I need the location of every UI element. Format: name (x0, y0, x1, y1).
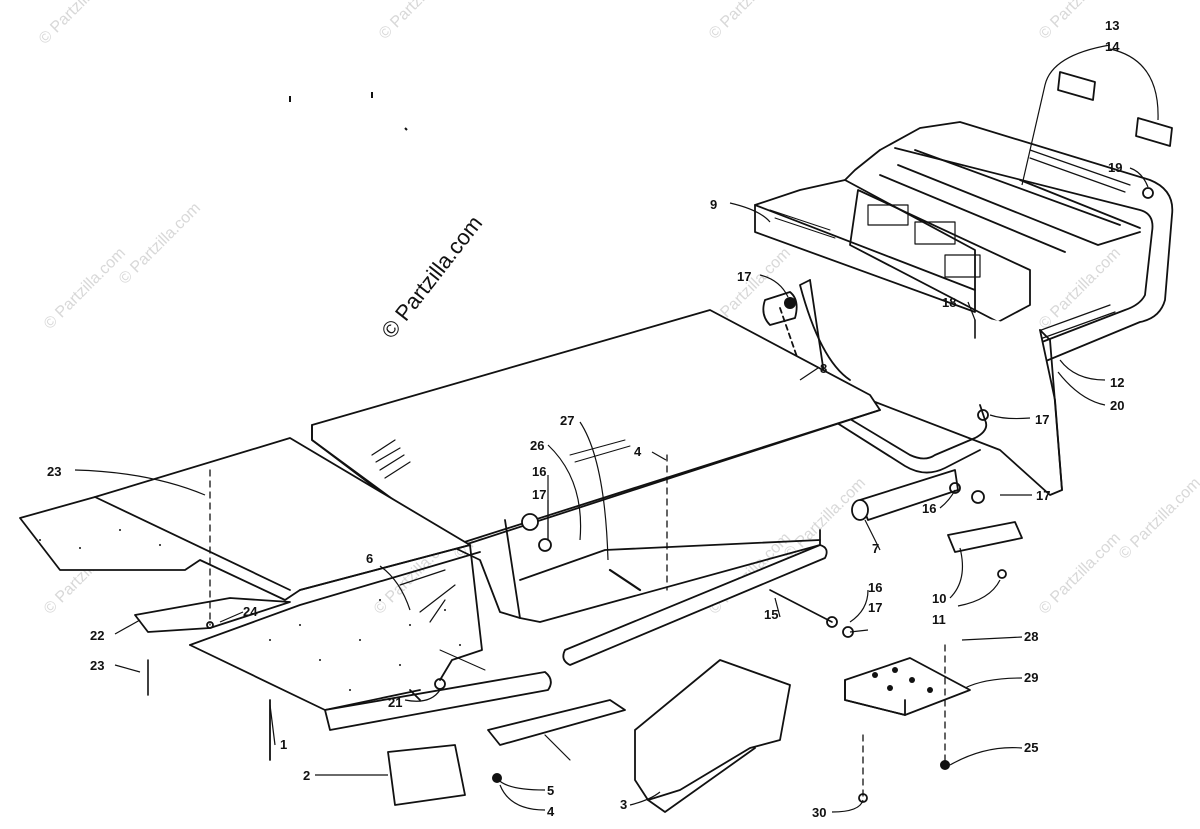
callout-12: 12 (1110, 375, 1124, 390)
callout-17: 17 (1035, 412, 1049, 427)
callout-10: 10 (932, 591, 946, 606)
callout-3: 3 (620, 797, 627, 812)
lower-bracket (634, 659, 791, 801)
callout-25: 25 (1024, 740, 1038, 755)
callout-16: 16 (532, 464, 546, 479)
watermark-text: © Partzilla.com (376, 0, 464, 43)
callout-7: 7 (872, 541, 879, 556)
rear-bar (784, 379, 988, 460)
callout-5: 5 (547, 783, 554, 798)
callout-17: 17 (868, 600, 882, 615)
main-watermark: © Partzilla.com (376, 211, 487, 343)
callout-8: 8 (820, 361, 827, 376)
line-art (19, 71, 1174, 813)
callout-14: 14 (1105, 39, 1120, 54)
watermark-text: © Partzilla.com (1116, 475, 1200, 563)
watermark-text: © Partzilla.com (41, 245, 129, 333)
callout-22: 22 (90, 628, 104, 643)
callout-17: 17 (737, 269, 751, 284)
callout-24: 24 (243, 604, 258, 619)
watermark-text: © Partzilla.com (116, 200, 204, 288)
callout-6: 6 (366, 551, 373, 566)
callout-4: 4 (634, 444, 642, 459)
callout-28: 28 (1024, 629, 1038, 644)
callout-23: 23 (47, 464, 61, 479)
watermark-text: © Partzilla.com (1036, 245, 1124, 333)
callout-27: 27 (560, 413, 574, 428)
callout-16: 16 (868, 580, 882, 595)
running-board-left (19, 437, 552, 761)
callout-11: 11 (932, 612, 946, 627)
callout-15: 15 (764, 607, 778, 622)
callout-19: 19 (1108, 160, 1122, 175)
callouts: 23 13 14 19 9 17 18 12 20 17 8 27 26 16 … (47, 18, 1124, 820)
leader-lines (74, 44, 1159, 813)
callout-17: 17 (532, 487, 546, 502)
callout-1: 1 (280, 737, 287, 752)
tunnel-body (311, 309, 881, 666)
callout-23: 23 (90, 658, 104, 673)
callout-17: 17 (1036, 488, 1050, 503)
callout-20: 20 (1110, 398, 1124, 413)
callout-13: 13 (1105, 18, 1119, 33)
callout-2: 2 (303, 768, 310, 783)
callout-26: 26 (530, 438, 544, 453)
watermark-text: © Partzilla.com (36, 0, 124, 48)
callout-29: 29 (1024, 670, 1038, 685)
callout-16: 16 (922, 501, 936, 516)
callout-4: 4 (547, 804, 555, 819)
callout-21: 21 (388, 695, 402, 710)
rear-rack (754, 121, 1174, 390)
callout-18: 18 (942, 295, 956, 310)
callout-30: 30 (812, 805, 826, 820)
callout-9: 9 (710, 197, 717, 212)
watermark-text: © Partzilla.com (706, 0, 794, 43)
watermark-text: © Partzilla.com (1036, 530, 1124, 618)
specks (289, 92, 408, 131)
